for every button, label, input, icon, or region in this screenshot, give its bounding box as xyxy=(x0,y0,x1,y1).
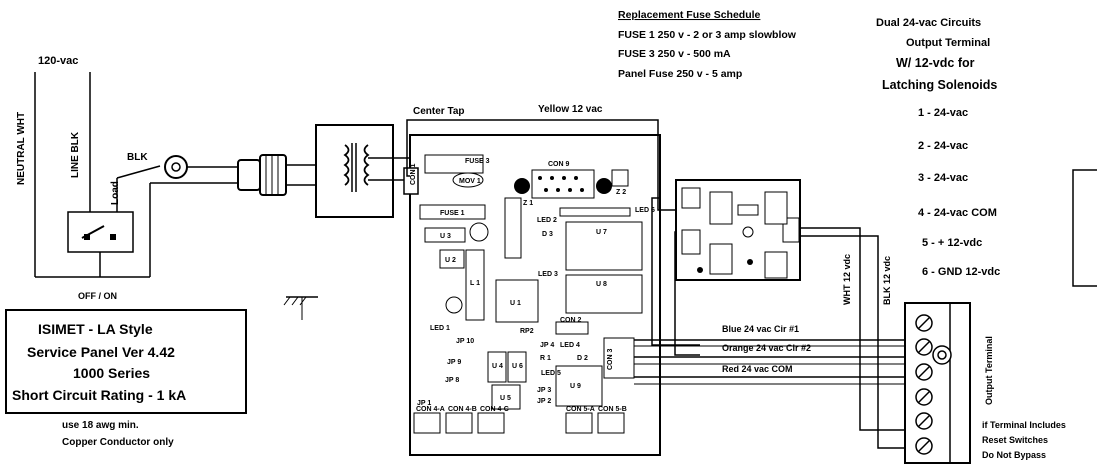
svg-text:JP 4: JP 4 xyxy=(540,342,554,349)
output-item-2: 2 - 24-vac xyxy=(918,140,968,152)
svg-text:LED 4: LED 4 xyxy=(560,342,580,349)
svg-text:U 6: U 6 xyxy=(512,363,523,370)
transformer-icon xyxy=(315,124,394,218)
yellow-wire-label: Yellow 12 vac xyxy=(538,104,603,115)
off-on-label: OFF / ON xyxy=(78,291,117,301)
svg-text:Z 2: Z 2 xyxy=(616,189,626,196)
fuse-schedule-row-1: FUSE 1 250 v - 2 or 3 amp slowblow xyxy=(618,29,797,41)
svg-text:JP 3: JP 3 xyxy=(537,387,551,394)
svg-text:U 5: U 5 xyxy=(500,395,511,402)
blk-label: BLK xyxy=(127,152,148,163)
blk-12vdc-label: BLK 12 vdc xyxy=(882,256,892,305)
svg-text:Z 1: Z 1 xyxy=(523,200,533,207)
panel-title: ISIMET - LA Style xyxy=(38,321,153,337)
svg-text:U 9: U 9 xyxy=(570,383,581,390)
cord-connector-icon xyxy=(237,154,287,196)
output-item-4: 4 - 24-vac COM xyxy=(918,207,997,219)
center-tap-label: Center Tap xyxy=(413,106,465,117)
svg-text:LED 6: LED 6 xyxy=(635,207,655,214)
svg-text:U 1: U 1 xyxy=(510,300,521,307)
panel-rating: Short Circuit Rating - 1 kA xyxy=(12,387,186,403)
svg-text:U 4: U 4 xyxy=(492,363,503,370)
panel-series: 1000 Series xyxy=(73,365,150,381)
svg-text:FUSE 3: FUSE 3 xyxy=(465,158,490,165)
svg-text:JP 8: JP 8 xyxy=(445,377,459,384)
svg-text:CON 4-B: CON 4-B xyxy=(448,406,477,413)
svg-text:LED 2: LED 2 xyxy=(537,217,557,224)
svg-text:JP 2: JP 2 xyxy=(537,398,551,405)
svg-text:D 2: D 2 xyxy=(577,355,588,362)
wire-note-1: use 18 awg min. xyxy=(62,420,139,431)
neutral-label: NEUTRAL WHT xyxy=(16,112,27,185)
svg-text:FUSE 1: FUSE 1 xyxy=(440,210,465,217)
svg-text:JP 10: JP 10 xyxy=(456,338,474,345)
relay-board xyxy=(675,179,801,281)
output-terminal-block xyxy=(904,302,971,464)
svg-text:CON 4-A: CON 4-A xyxy=(416,406,445,413)
fuse-schedule-row-3: Panel Fuse 250 v - 5 amp xyxy=(618,68,742,80)
terminal-note-3: Do Not Bypass xyxy=(982,450,1046,460)
orange-wire-label: Orange 24 vac Cir #2 xyxy=(722,343,811,353)
blk-12vdc-wire xyxy=(800,235,915,449)
svg-text:U 8: U 8 xyxy=(596,281,607,288)
svg-text:R 1: R 1 xyxy=(540,355,551,362)
output-header-4: Latching Solenoids xyxy=(882,78,997,92)
svg-text:L 1: L 1 xyxy=(470,280,480,287)
load-label: Load xyxy=(110,181,121,205)
svg-text:MOV 1: MOV 1 xyxy=(459,178,481,185)
svg-text:D 3: D 3 xyxy=(542,231,553,238)
output-terminal-label: Output Terminal xyxy=(984,336,994,405)
svg-text:CON 5-B: CON 5-B xyxy=(598,406,627,413)
output-item-6: 6 - GND 12-vdc xyxy=(922,266,1000,278)
blk-wire xyxy=(116,165,161,179)
line-label: LINE BLK xyxy=(70,131,81,178)
svg-text:CON 1: CON 1 xyxy=(410,164,417,186)
fuse-schedule-title: Replacement Fuse Schedule xyxy=(618,9,761,21)
fuse-schedule-row-2: FUSE 3 250 v - 500 mA xyxy=(618,48,731,60)
panel-info-box xyxy=(5,309,247,414)
terminal-note-1: if Terminal Includes xyxy=(982,420,1066,430)
wire-note-2: Copper Conductor only xyxy=(62,437,174,448)
main-circuit-board: CON 1 FUSE 3 MOV 1 CON 9 Z 2 FUSE 1 Z 1 … xyxy=(403,134,661,456)
ground-icon xyxy=(283,296,318,320)
output-item-1: 1 - 24-vac xyxy=(918,107,968,119)
svg-text:U 3: U 3 xyxy=(440,233,451,240)
supply-voltage-label: 120-vac xyxy=(38,55,78,67)
switch-box xyxy=(67,211,134,253)
panel-version: Service Panel Ver 4.42 xyxy=(27,344,175,360)
svg-text:LED 3: LED 3 xyxy=(538,271,558,278)
svg-text:JP 9: JP 9 xyxy=(447,359,461,366)
svg-text:U 2: U 2 xyxy=(445,257,456,264)
svg-text:CON 3: CON 3 xyxy=(607,349,614,371)
output-header-3: W/ 12-vdc for xyxy=(896,56,975,70)
svg-text:CON 5-A: CON 5-A xyxy=(566,406,595,413)
output-item-5: 5 - + 12-vdc xyxy=(922,237,982,249)
terminal-note-2: Reset Switches xyxy=(982,435,1048,445)
center-tap-wire xyxy=(406,119,688,211)
output-item-3: 3 - 24-vac xyxy=(918,172,968,184)
edge-partial-box xyxy=(1072,169,1097,287)
output-header-1: Dual 24-vac Circuits xyxy=(876,17,981,29)
red-wire-label: Red 24 vac COM xyxy=(722,364,793,374)
svg-text:LED 1: LED 1 xyxy=(430,325,450,332)
svg-text:RP2: RP2 xyxy=(520,328,534,335)
svg-text:CON 9: CON 9 xyxy=(548,161,570,168)
output-header-2: Output Terminal xyxy=(906,37,990,49)
svg-text:CON 2: CON 2 xyxy=(560,317,582,324)
wht-12vdc-label: WHT 12 vdc xyxy=(842,254,852,305)
wht-12vdc-wire xyxy=(800,227,915,431)
svg-text:JP 1: JP 1 xyxy=(417,400,431,407)
svg-text:LED 5: LED 5 xyxy=(541,370,561,377)
blue-wire-label: Blue 24 vac Cir #1 xyxy=(722,324,799,334)
svg-text:CON 4-C: CON 4-C xyxy=(480,406,509,413)
svg-text:U 7: U 7 xyxy=(596,229,607,236)
